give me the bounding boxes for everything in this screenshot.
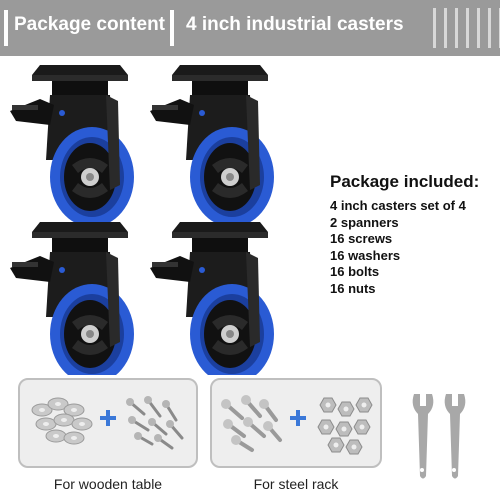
kit-panel-steel-rack: For steel rack — [210, 378, 382, 492]
bolts-and-nuts-image — [221, 395, 373, 455]
header-stripes — [425, 8, 500, 48]
package-title: Package included: — [330, 172, 480, 191]
package-item: 2 spanners — [330, 214, 399, 230]
header-title-right: 4 inch industrial casters — [186, 14, 404, 35]
header-bar — [0, 0, 500, 56]
kit-label-steel-rack: For steel rack — [253, 476, 339, 492]
washers-and-screws-image — [31, 396, 184, 450]
header-separator — [4, 10, 8, 46]
spanners-image — [412, 394, 466, 479]
package-list: Package included: 4 inch casters set of … — [330, 172, 500, 297]
package-item: 4 inch casters set of 4 — [330, 198, 466, 213]
package-item: 16 nuts — [330, 280, 376, 296]
kit-label-wooden-table: For wooden table — [53, 476, 163, 492]
package-item: 16 washers — [330, 247, 401, 263]
header-separator — [170, 10, 174, 46]
casters-image — [10, 65, 274, 375]
kit-panel-wooden-table: For wooden table — [18, 378, 198, 492]
package-item: 16 screws — [330, 231, 393, 246]
package-item: 16 bolts — [330, 264, 380, 279]
header-title-left: Package content — [14, 14, 165, 35]
